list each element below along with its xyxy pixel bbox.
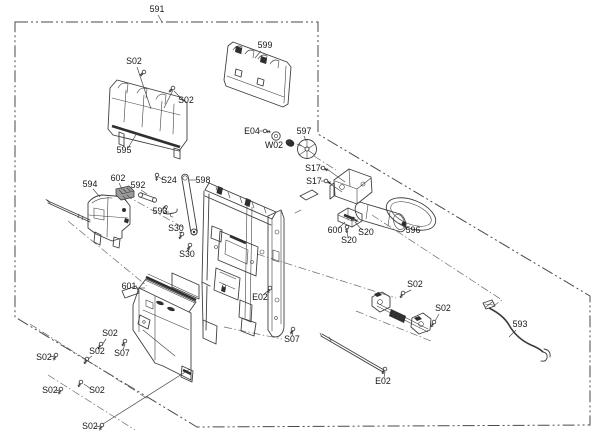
part-599-roller-bracket <box>223 41 292 108</box>
leader-line-s02-a <box>136 66 152 110</box>
part-linkage <box>371 291 432 335</box>
leader-line-s02-e <box>49 355 55 358</box>
part-label-s30-a: S30 <box>168 223 184 233</box>
screw-icon <box>97 422 105 432</box>
leader-line-594 <box>92 188 101 198</box>
leader-line-593-b <box>508 329 517 338</box>
screw-icon <box>398 290 406 300</box>
part-label-w02: W02 <box>265 140 283 150</box>
part-595-cover-panel <box>107 79 188 160</box>
part-label-s02-j: S02 <box>435 303 451 313</box>
part-label-601: 601 <box>122 281 137 291</box>
part-label-e02-b: E02 <box>375 376 391 386</box>
part-label-s02-i: S02 <box>407 279 423 289</box>
screw-icon <box>154 172 160 182</box>
leader-line-e02-a <box>262 289 270 296</box>
part-label-s02-c: S02 <box>102 328 118 338</box>
leader-line-591 <box>157 14 163 23</box>
part-593-cable <box>482 299 551 362</box>
part-label-e02-a: E02 <box>252 292 268 302</box>
part-596-motor <box>354 197 437 233</box>
leader-line-595 <box>127 132 138 149</box>
screw-icon <box>76 379 84 389</box>
leader-line-s30-a <box>178 231 183 234</box>
leader-line-s02-g <box>83 383 92 390</box>
screw-icon <box>344 224 350 234</box>
screw-icon <box>320 165 330 173</box>
part-597-pulley <box>296 139 317 159</box>
part-label-e04: E04 <box>244 126 260 136</box>
part-592-roller <box>138 192 157 203</box>
part-label-s02-b: S02 <box>178 95 194 105</box>
part-label-s24: S24 <box>161 175 177 185</box>
leader-line-s20-a <box>354 221 363 231</box>
leader-line-s02-i <box>404 289 412 294</box>
part-label-s02-d: S02 <box>89 346 105 356</box>
leader-line-s24 <box>158 176 164 181</box>
part-602-pad <box>115 185 135 201</box>
part-bushing <box>285 139 295 147</box>
part-594-pump <box>45 194 131 249</box>
leader-line-s02-d <box>87 355 93 360</box>
part-label-598: 598 <box>196 175 211 185</box>
leader-line-s07-a <box>122 343 126 351</box>
part-label-s02-g: S02 <box>89 385 105 395</box>
leader-line-592 <box>140 189 148 195</box>
screw-icon <box>51 352 59 362</box>
part-label-s07-a: S07 <box>114 348 130 358</box>
leader-line-597 <box>303 135 307 142</box>
part-label-600: 600 <box>328 225 343 235</box>
part-label-602: 602 <box>111 173 126 183</box>
screw-icon <box>56 386 64 396</box>
part-label-s02-f: S02 <box>42 385 58 395</box>
part-label-s20-b: S20 <box>341 235 357 245</box>
part-main-frame <box>201 182 319 345</box>
leader-line-599 <box>254 50 262 59</box>
screw-icon <box>262 128 272 135</box>
part-motor-bracket <box>329 168 373 205</box>
part-label-593-b: 593 <box>513 319 528 329</box>
leader-line-s02-h <box>95 425 101 428</box>
leader-line-602 <box>118 182 123 190</box>
part-w02-washer <box>271 131 281 141</box>
leader-line-s02-b <box>173 90 181 98</box>
leader-line-e02-b <box>383 371 386 379</box>
part-guide-rod <box>319 332 385 373</box>
part-label-594: 594 <box>83 179 98 189</box>
leader-line-s30-b <box>187 246 191 253</box>
leader-line-s20-b <box>346 229 349 239</box>
part-label-599: 599 <box>258 40 273 50</box>
leader-line-596 <box>398 222 408 230</box>
part-593-hook <box>162 205 178 218</box>
diagram-border <box>14 21 591 428</box>
screw-icon <box>120 338 128 348</box>
part-label-595: 595 <box>117 145 132 155</box>
part-label-596: 596 <box>406 225 421 235</box>
part-label-597: 597 <box>297 126 312 136</box>
part-label-s17-b: S17 <box>306 176 322 186</box>
part-label-s20-a: S20 <box>358 227 374 237</box>
part-600-clamp <box>337 207 363 228</box>
part-label-s30-b: S30 <box>179 249 195 259</box>
part-label-591: 591 <box>150 4 165 14</box>
part-label-s07-b: S07 <box>284 334 300 344</box>
part-598-belt <box>181 173 198 236</box>
leader-line-s07-b <box>291 330 294 337</box>
part-601-panel <box>121 272 200 383</box>
part-label-s17-a: S17 <box>305 163 321 173</box>
part-label-593-a: 593 <box>153 206 168 216</box>
alignment-axes <box>29 89 503 431</box>
part-label-592: 592 <box>131 180 146 190</box>
part-label-s02-h: S02 <box>82 421 98 431</box>
part-label-s02-a: S02 <box>126 56 142 66</box>
leader-line-s02-f <box>55 389 60 392</box>
leader-line-600 <box>338 221 346 229</box>
leader-line-s02-j <box>434 313 440 322</box>
screw-icon <box>380 366 388 376</box>
part-label-s02-e: S02 <box>36 352 52 362</box>
leader-line-s02-c <box>101 338 107 346</box>
